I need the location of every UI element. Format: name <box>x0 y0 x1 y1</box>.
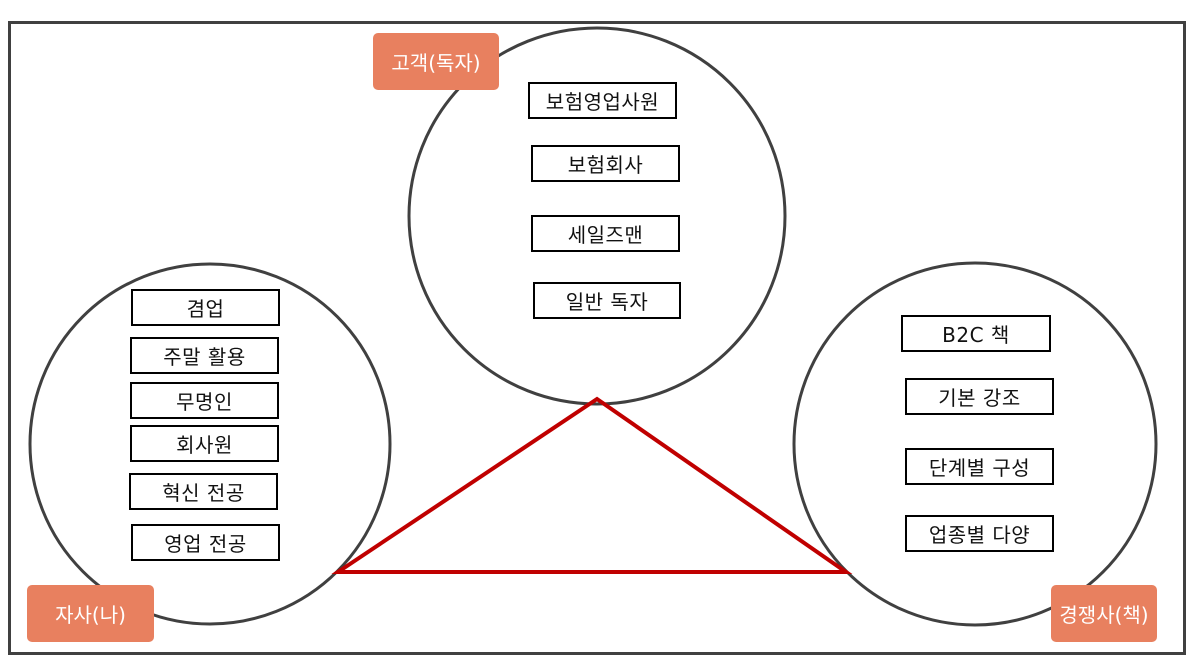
company-item-box: 회사원 <box>130 425 279 462</box>
company-item-box: 영업 전공 <box>131 524 280 561</box>
competitor-item-box: 업종별 다양 <box>905 515 1054 552</box>
competitor-item-box: 기본 강조 <box>905 378 1054 415</box>
customer-item-box: 세일즈맨 <box>531 215 680 252</box>
relationship-triangle <box>331 396 853 574</box>
competitor-circle <box>792 261 1158 627</box>
company-item-box: 주말 활용 <box>130 337 279 374</box>
diagram-frame <box>8 21 1186 655</box>
competitor-item-box: 단계별 구성 <box>905 448 1054 485</box>
customer-circle <box>407 26 787 406</box>
customer-item-box: 보험영업사원 <box>528 82 677 119</box>
company-item-box: 겸업 <box>131 289 280 326</box>
competitor-tag: 경쟁사(책) <box>1051 585 1157 642</box>
company-tag: 자사(나) <box>27 585 154 642</box>
customer-tag: 고객(독자) <box>373 33 499 90</box>
customer-item-box: 일반 독자 <box>533 282 681 319</box>
customer-item-box: 보험회사 <box>531 145 680 182</box>
company-item-box: 무명인 <box>130 382 279 419</box>
company-item-box: 혁신 전공 <box>129 473 278 510</box>
company-circle <box>28 262 392 626</box>
competitor-item-box: B2C 책 <box>901 315 1051 352</box>
